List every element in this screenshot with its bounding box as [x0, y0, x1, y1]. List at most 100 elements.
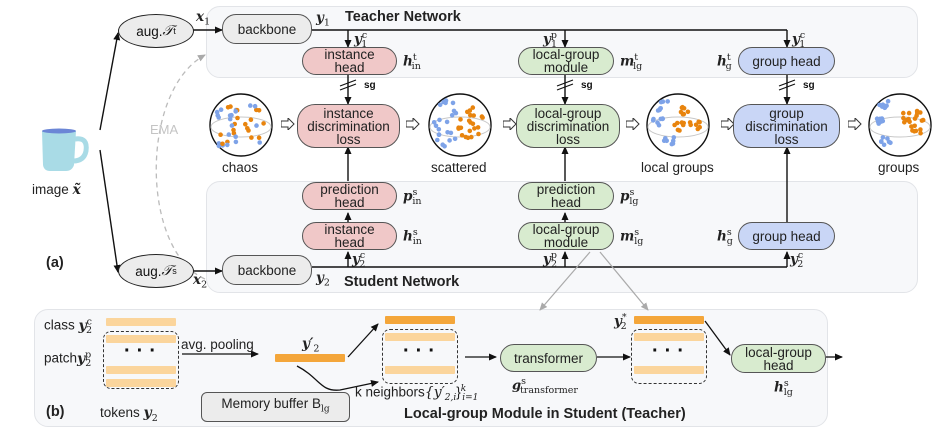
embedding-point: [467, 108, 473, 113]
patch-tokens-group: [103, 331, 179, 389]
embedding-point: [902, 120, 907, 125]
teacher-y1-label: y1: [316, 10, 330, 29]
patch-token: [106, 379, 176, 387]
embedding-point: [655, 120, 660, 125]
embedding-point: [440, 142, 445, 147]
embedding-point: [920, 117, 926, 123]
panel-b-label: (b): [46, 404, 65, 420]
panel-b-title: Local-group Module in Student (Teacher): [404, 406, 686, 422]
embedding-point: [906, 110, 912, 116]
embedding-point: [697, 124, 702, 130]
embedding-point: [467, 128, 473, 134]
embedding-point: [879, 139, 884, 144]
neighbor-token: [385, 333, 455, 341]
student-y2-label: y2: [316, 270, 330, 289]
teacher-instance-head-symbol: htin: [403, 52, 421, 73]
embedding-point: [452, 136, 458, 142]
y-prime-label: y′2: [302, 336, 320, 355]
embedding-point: [914, 113, 919, 119]
student-y2c-group-label: yc2: [790, 250, 804, 271]
class-token-label: class yc2: [44, 316, 93, 337]
y-star-label: y*2: [614, 312, 627, 333]
state-label-local-groups: local groups: [641, 160, 714, 175]
patch-token-label: patchyp2: [44, 349, 92, 370]
patch-token: [106, 335, 176, 343]
sphere-chaos: [209, 93, 273, 157]
teacher-network-title: Teacher Network: [345, 9, 461, 25]
embedding-point: [450, 100, 456, 106]
stop-grad-label-instance: sg: [364, 80, 376, 91]
teacher-group-head: group head: [738, 47, 835, 75]
arrow-image-to-aug-teacher: [99, 32, 121, 131]
embedding-point: [447, 138, 452, 143]
embedding-point: [252, 103, 258, 109]
embedding-point: [248, 103, 253, 108]
arrow-image-to-aug-student: [99, 149, 121, 273]
student-lg-module-symbol: mslg: [620, 227, 644, 248]
embedding-point: [675, 120, 680, 126]
embedding-point: [448, 130, 454, 136]
embedding-point: [651, 116, 656, 122]
embedding-point: [471, 113, 476, 118]
embedding-point: [888, 140, 893, 146]
embedding-point: [696, 119, 701, 125]
embedding-point: [225, 142, 230, 148]
embedding-point: [480, 115, 485, 120]
student-instance-head-symbol: hsin: [403, 227, 422, 248]
sphere-outline: [428, 93, 492, 157]
sphere-equator: [647, 116, 709, 138]
student-group-head-symbol: hsg: [717, 227, 733, 248]
embedding-point: [660, 116, 665, 122]
output-query-token: [634, 316, 704, 324]
transformer-symbol: gstransformer: [512, 376, 578, 396]
embedding-point: [468, 112, 473, 118]
embedding-point: [693, 122, 699, 128]
embedding-point: [677, 128, 682, 133]
sphere-equator: [869, 116, 931, 138]
embedding-point: [226, 132, 232, 137]
embedding-point: [449, 113, 455, 118]
state-label-scattered: scattered: [431, 160, 487, 175]
transformer-block: transformer: [500, 344, 597, 372]
embedding-point: [679, 105, 685, 111]
embedding-point: [248, 117, 254, 122]
embedding-point: [433, 123, 439, 129]
state-label-groups: groups: [878, 160, 920, 175]
student-instance-pred-symbol: psin: [403, 187, 422, 208]
embedding-point: [243, 121, 248, 127]
embedding-point: [453, 110, 459, 116]
embedding-point: [431, 120, 437, 125]
embedding-point: [233, 109, 238, 114]
embedding-point: [261, 121, 266, 126]
embedding-point: [249, 135, 254, 140]
embedding-point: [679, 120, 685, 125]
student-network-title: Student Network: [344, 274, 460, 290]
class-token: [106, 318, 176, 326]
neighbor-tokens-ellipsis: ···: [403, 340, 441, 362]
patch-tokens-ellipsis: ···: [124, 340, 162, 362]
embedding-point: [437, 117, 442, 123]
student-y2c-label: yc2: [352, 250, 366, 271]
embedding-point: [254, 123, 259, 128]
embedding-point: [216, 141, 222, 146]
embedding-point: [687, 120, 693, 125]
sphere-groups: [868, 93, 932, 157]
stop-grad-label-group: sg: [803, 80, 815, 91]
embedding-point: [901, 115, 906, 121]
embedding-point: [661, 138, 667, 143]
mug-icon: [42, 128, 89, 171]
embedding-point: [909, 124, 914, 129]
embedding-point: [246, 128, 251, 133]
embedding-point: [681, 111, 687, 117]
teacher-y1c-group-label: yc1: [792, 30, 806, 51]
embedding-point: [458, 125, 464, 131]
patch-token: [106, 366, 176, 374]
